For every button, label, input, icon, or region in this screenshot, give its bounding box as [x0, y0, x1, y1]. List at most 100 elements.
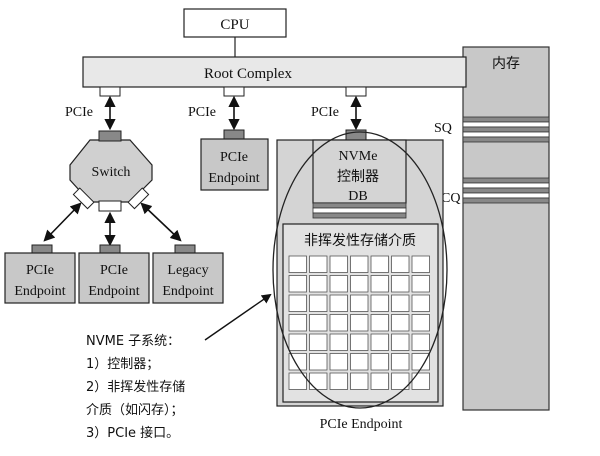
flash-cell	[370, 255, 389, 273]
root-port-2	[223, 86, 245, 97]
left-endpoint-line1: PCIe	[26, 263, 54, 278]
flash-cell	[288, 372, 307, 390]
notes-title: NVME 子系统：	[86, 334, 181, 349]
flash-cell	[411, 333, 430, 351]
nvme-controller-line2: 控制器	[337, 169, 379, 185]
flash-cell	[391, 372, 410, 390]
flash-cell	[391, 353, 410, 371]
link-arrow-legacy-endpoint	[140, 202, 182, 242]
flash-cell	[329, 275, 348, 293]
flash-cell	[391, 333, 410, 351]
flash-cell	[329, 255, 348, 273]
legacy-endpoint-line1: Legacy	[167, 263, 208, 278]
flash-cell	[391, 275, 410, 293]
flash-cell	[391, 314, 410, 332]
nvme-device: NVMe 控制器 DB 非挥发性存储介质 PCIe Endpoint	[276, 129, 444, 432]
sq-label: SQ	[434, 121, 452, 136]
root-port-3	[345, 86, 367, 97]
root-port-1	[99, 86, 121, 97]
flash-cell	[288, 333, 307, 351]
pcie-endpoint-left: PCIe Endpoint	[4, 244, 76, 304]
cpu-label: CPU	[220, 17, 249, 33]
flash-cell	[370, 294, 389, 312]
nvme-controller-box	[312, 139, 407, 204]
flash-cell	[370, 333, 389, 351]
flash-cell	[350, 275, 369, 293]
memory-column: 内存 SQ CQ	[434, 46, 550, 411]
memory-title: 内存	[492, 56, 520, 72]
flash-cell	[309, 314, 328, 332]
flash-cell	[309, 353, 328, 371]
flash-cell	[309, 372, 328, 390]
annotation-arrow	[204, 293, 272, 341]
pcie-endpoint-center: PCIe Endpoint	[78, 244, 150, 304]
flash-cell	[309, 255, 328, 273]
flash-cell	[350, 314, 369, 332]
pcie-link-label-3: PCIe	[311, 105, 339, 120]
nvme-endpoint-label: PCIe Endpoint	[320, 417, 403, 432]
flash-cell	[288, 255, 307, 273]
flash-cell	[411, 372, 430, 390]
flash-cell	[309, 275, 328, 293]
legacy-endpoint-line2: Endpoint	[162, 284, 213, 299]
flash-cell	[370, 372, 389, 390]
notes-item-2b: 介质（如闪存）；	[86, 403, 184, 418]
flash-cell	[411, 294, 430, 312]
pcie-link-label-1: PCIe	[65, 105, 93, 120]
nvm-storage-media	[282, 223, 439, 403]
flash-cell	[329, 333, 348, 351]
doorbell-register-2	[312, 207, 407, 214]
flash-cell	[309, 294, 328, 312]
nvme-subsystem-ellipse	[272, 131, 448, 409]
left-endpoint-line2: Endpoint	[14, 284, 65, 299]
flash-cell	[411, 275, 430, 293]
flash-cell	[329, 372, 348, 390]
flash-cell	[350, 353, 369, 371]
flash-cell	[350, 255, 369, 273]
middle-endpoint-line1: PCIe	[220, 150, 248, 165]
flash-cell	[411, 255, 430, 273]
flash-cell	[288, 294, 307, 312]
switch-label: Switch	[92, 165, 131, 180]
middle-endpoint-line2: Endpoint	[208, 171, 259, 186]
flash-cell	[370, 314, 389, 332]
switch-down-port-right	[127, 187, 150, 210]
flash-cell	[288, 275, 307, 293]
root-complex-box: Root Complex	[82, 56, 467, 88]
flash-cell	[370, 275, 389, 293]
flash-cell	[370, 353, 389, 371]
cpu-box: CPU	[183, 8, 287, 38]
doorbell-label: DB	[348, 189, 367, 204]
flash-cell	[391, 294, 410, 312]
switch-down-port-center	[98, 200, 122, 212]
sq-queue	[462, 116, 550, 143]
switch-down-port-left	[72, 187, 95, 210]
nvme-controller-line1: NVMe	[339, 149, 378, 164]
flash-cell	[288, 314, 307, 332]
flash-cell	[391, 255, 410, 273]
nvme-subsystem-notes: NVME 子系统： 1）控制器； 2）非挥发性存储 介质（如闪存）； 3）PCI…	[86, 330, 185, 445]
center-endpoint-line1: PCIe	[100, 263, 128, 278]
flash-cell	[329, 353, 348, 371]
link-arrow-left-endpoint	[43, 202, 82, 242]
flash-cell	[329, 294, 348, 312]
flash-cell	[309, 333, 328, 351]
flash-grid	[288, 255, 430, 390]
flash-cell	[350, 333, 369, 351]
switch-node: Switch	[69, 130, 153, 212]
root-complex-label: Root Complex	[204, 66, 292, 82]
flash-cell	[350, 294, 369, 312]
legacy-endpoint: Legacy Endpoint	[152, 244, 224, 304]
storage-title: 非挥发性存储介质	[304, 233, 416, 249]
switch-upstream-port	[98, 130, 122, 142]
pcie-endpoint-middle: PCIe Endpoint	[200, 129, 269, 191]
pcie-link-label-2: PCIe	[188, 105, 216, 120]
flash-cell	[350, 372, 369, 390]
notes-item-1: 1）控制器；	[86, 357, 160, 372]
flash-cell	[411, 314, 430, 332]
cq-queue	[462, 177, 550, 204]
notes-item-3: 3）PCIe 接口。	[86, 426, 180, 441]
flash-cell	[411, 353, 430, 371]
flash-cell	[329, 314, 348, 332]
